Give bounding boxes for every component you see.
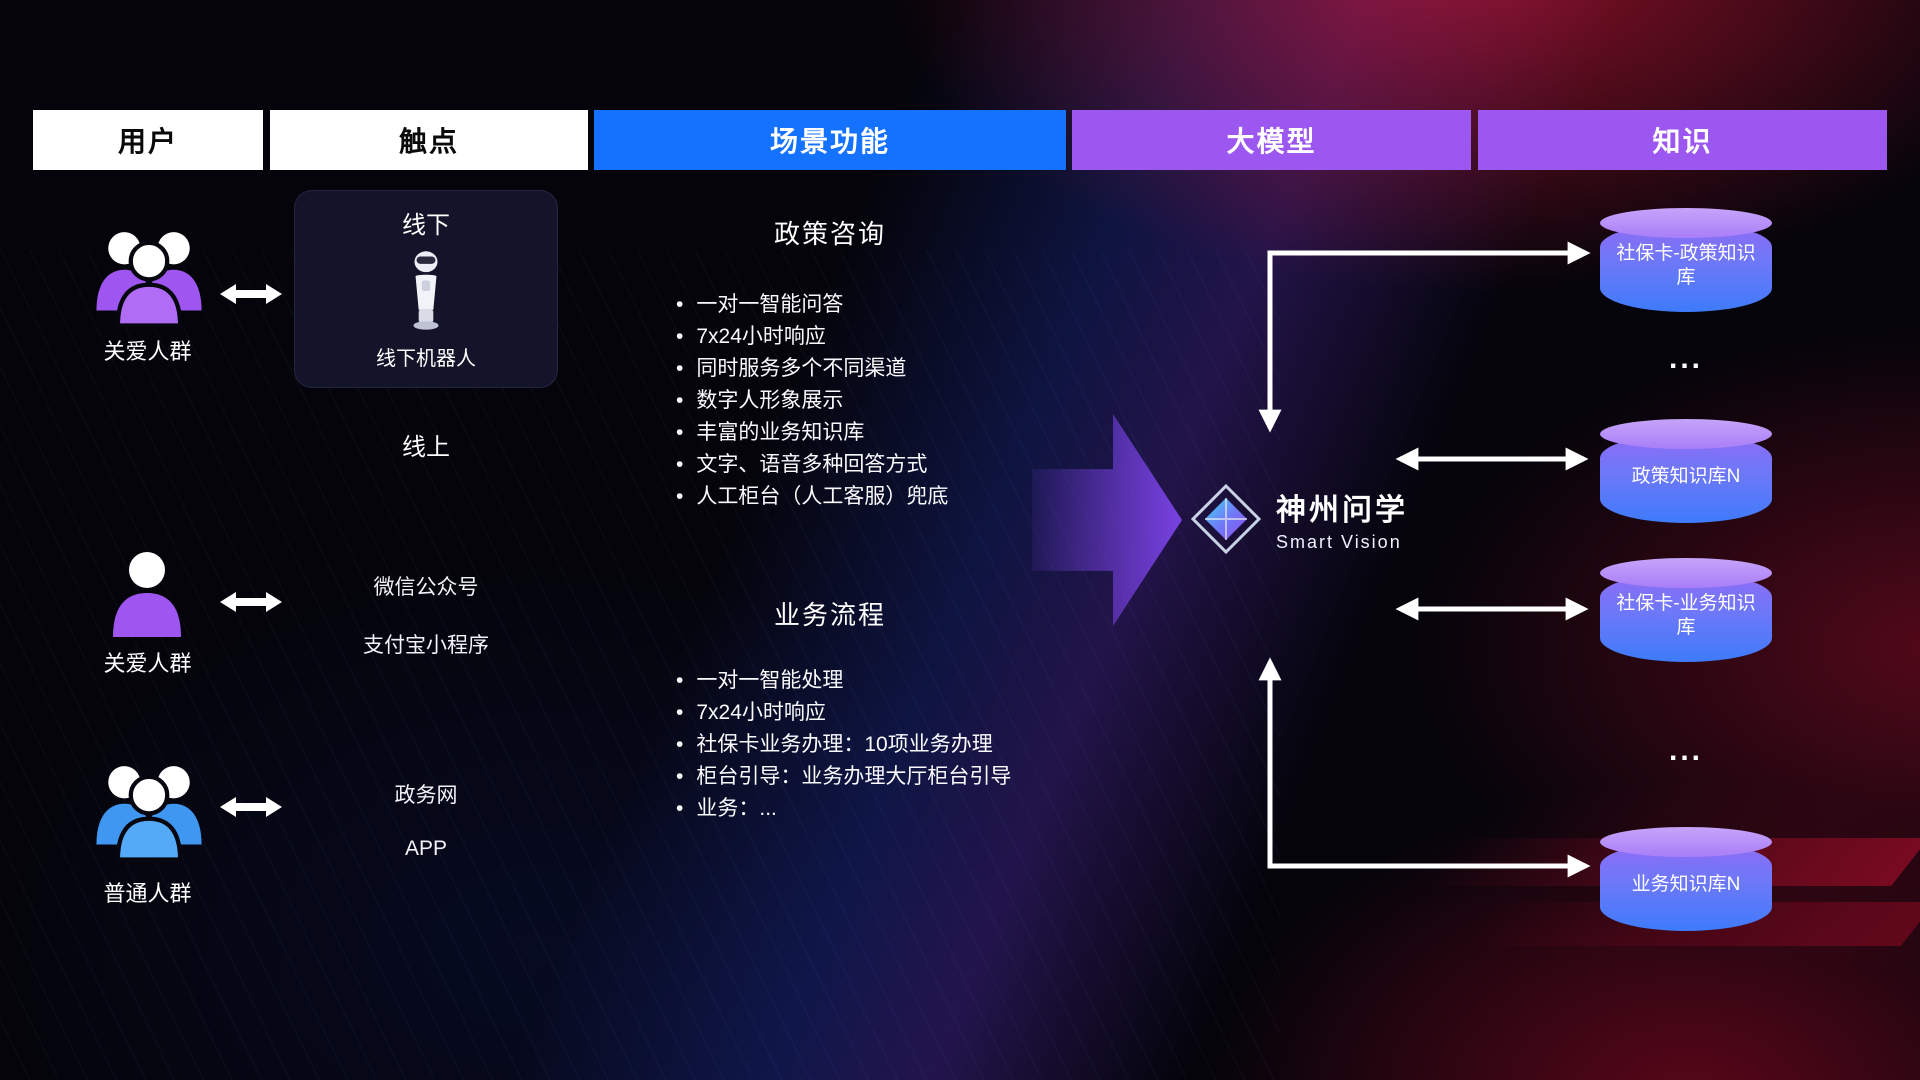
bidirectional-arrow-icon: [218, 790, 284, 824]
user-group2-label: 关爱人群: [103, 651, 192, 676]
user-group3-label: 普通人群: [103, 881, 192, 906]
knowledge-ellipsis: ...: [1668, 734, 1703, 767]
channel-app: APP: [404, 837, 448, 860]
channel-wechat: 微信公众号: [373, 576, 479, 599]
column-header-touchpoints: 触点: [270, 110, 588, 170]
scene-policy-item: 同时服务多个不同渠道: [676, 356, 948, 382]
user-group1-label: 关爱人群: [103, 339, 192, 364]
column-header-knowledge: 知识: [1478, 110, 1887, 170]
column-header-scenes-label: 场景功能: [769, 126, 890, 157]
scene-business-title: 业务流程: [773, 600, 886, 630]
model-subtitle: Smart Vision: [1276, 532, 1402, 552]
scene-policy-item: 文字、语音多种回答方式: [676, 452, 948, 478]
column-header-touchpoints-label: 触点: [398, 126, 459, 157]
scene-policy-item: 人工柜台（人工客服）兜底: [676, 484, 948, 510]
knowledge-db3-label: 社保卡-业务知识库: [1616, 593, 1756, 638]
scene-business-item: 业务：...: [676, 796, 1011, 822]
user-group-purple-icon: [90, 218, 208, 330]
offline-robot-caption: 线下机器人: [376, 348, 476, 370]
scene-policy-list: 一对一智能问答 7x24小时响应 同时服务多个不同渠道 数字人形象展示 丰富的业…: [676, 292, 948, 516]
column-header-knowledge-label: 知识: [1652, 126, 1713, 157]
db-cap: [1600, 208, 1772, 238]
user-group-blue-icon: [90, 752, 208, 864]
database-cylinder-icon: 社保卡-业务知识库: [1600, 558, 1772, 662]
db-cap: [1600, 419, 1772, 449]
column-header-users-label: 用户: [117, 126, 178, 157]
diamond-logo-icon: [1190, 483, 1262, 555]
scene-policy-title: 政策咨询: [773, 219, 886, 249]
scene-business-item: 一对一智能处理: [676, 668, 1011, 694]
knowledge-db1-label: 社保卡-政策知识库: [1616, 243, 1756, 288]
robot-icon: [403, 249, 449, 333]
column-header-model: 大模型: [1072, 110, 1471, 170]
scene-policy-item: 丰富的业务知识库: [676, 420, 948, 446]
column-header-users: 用户: [33, 110, 263, 170]
channel-alipay: 支付宝小程序: [363, 634, 489, 657]
knowledge-ellipsis: ...: [1668, 342, 1703, 375]
bidirectional-arrow-icon: [218, 585, 284, 619]
scene-policy-item: 7x24小时响应: [676, 324, 948, 350]
scene-business-item: 社保卡业务办理：10项业务办理: [676, 732, 1011, 758]
column-header-scenes: 场景功能: [594, 110, 1066, 170]
scene-business-list: 一对一智能处理 7x24小时响应 社保卡业务办理：10项业务办理 柜台引导：业务…: [676, 668, 1011, 828]
db-cap: [1600, 827, 1772, 857]
model-name: 神州问学: [1276, 494, 1408, 527]
knowledge-db4-label: 业务知识库N: [1631, 874, 1741, 895]
connector-model-to-db1: [1258, 241, 1591, 433]
offline-robot-card: 线下 线下机器人: [294, 190, 558, 388]
channel-gov-web: 政务网: [394, 784, 458, 807]
db-cap: [1600, 558, 1772, 588]
user-single-purple-icon: [105, 545, 190, 640]
scene-business-item: 柜台引导：业务办理大厅柜台引导: [676, 764, 1011, 790]
connector-model-to-db4: [1258, 657, 1591, 878]
database-cylinder-icon: 政策知识库N: [1600, 419, 1772, 523]
database-cylinder-icon: 社保卡-政策知识库: [1600, 208, 1772, 312]
offline-title: 线下: [402, 212, 450, 239]
model-logo: 神州问学 Smart Vision: [1190, 483, 1408, 555]
database-cylinder-icon: 业务知识库N: [1600, 827, 1772, 931]
scene-policy-item: 一对一智能问答: [676, 292, 948, 318]
scene-business-item: 7x24小时响应: [676, 700, 1011, 726]
scene-policy-item: 数字人形象展示: [676, 388, 948, 414]
column-header-model-label: 大模型: [1226, 126, 1317, 157]
online-title: 线上: [402, 434, 450, 461]
knowledge-db2-label: 政策知识库N: [1631, 466, 1741, 487]
bidirectional-arrow-icon: [218, 277, 284, 311]
